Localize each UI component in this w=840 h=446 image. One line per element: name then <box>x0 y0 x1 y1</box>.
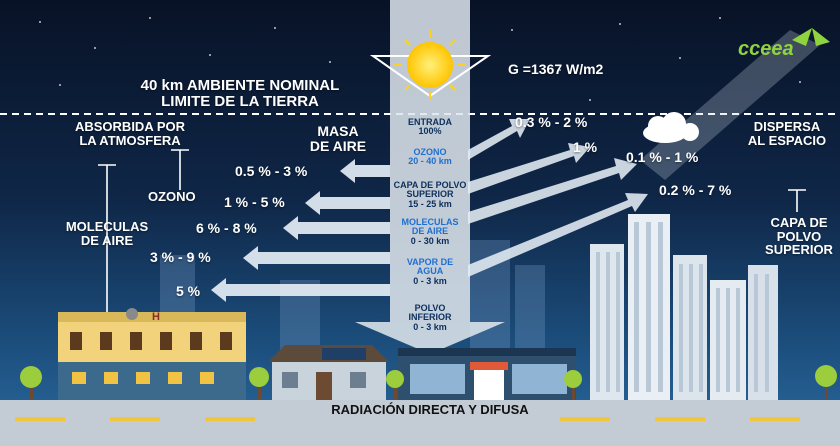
lower-dust-range: 0 - 3 km <box>413 321 447 332</box>
stars <box>39 17 801 101</box>
upper-dust-line-2: SUPERIOR <box>406 189 454 200</box>
upper-dust-range: 15 - 25 km <box>408 198 452 209</box>
logo-text: cceea <box>738 38 794 60</box>
scattered-arrows <box>468 119 648 277</box>
entrada-line-2: 100% <box>418 126 442 137</box>
air-molecules-line-1: MOLECULAS <box>401 217 459 227</box>
absorbed-value-2: 1 % - 5 % <box>224 194 285 210</box>
shop <box>398 348 576 402</box>
air-molecules-layer-label: MOLECULAS DE AIRE 0 - 30 km <box>392 217 468 246</box>
lower-dust-line-1: POLVO <box>414 303 446 313</box>
solar-constant: G =1367 W/m2 <box>508 61 604 77</box>
road-lines <box>15 417 800 421</box>
upper-dust-side-line-2: POLVO <box>776 228 822 244</box>
entrada-label: ENTRADA 100% <box>392 117 468 137</box>
lower-dust-label: POLVO INFERIOR 0 - 3 km <box>392 303 468 332</box>
air-molecules-line-2: DE AIRE <box>411 226 449 237</box>
air-mass-line-2: DE AIRE <box>309 137 367 154</box>
entrada-line-1: ENTRADA <box>408 117 452 127</box>
upper-dust-side-line-1: CAPA DE <box>770 215 828 230</box>
scattered-line-1: DISPERSA <box>753 119 821 134</box>
scattered-arrow-3 <box>468 158 637 224</box>
absorbed-arrow-1 <box>340 159 390 183</box>
molecules-line-2: DE AIRE <box>80 232 134 248</box>
house <box>268 345 389 402</box>
hotel-building: H <box>58 308 246 402</box>
sun-icon <box>369 30 492 100</box>
scattered-value-2: 1 % <box>573 139 598 155</box>
upper-dust-line-1: CAPA DE POLVO <box>393 180 467 190</box>
incoming-beam <box>355 0 505 354</box>
lower-dust-line-2: INFERIOR <box>408 312 452 323</box>
absorbed-value-1: 0.5 % - 3 % <box>235 163 308 179</box>
ozono-range: 20 - 40 km <box>408 156 452 167</box>
absorbed-label: ABSORBIDA POR LA ATMOSFERA <box>55 120 205 147</box>
boundary-label: 40 km AMBIENTE NOMINAL LIMITE DE LA TIER… <box>90 78 390 110</box>
scattered-arrow-1 <box>468 119 530 160</box>
logo-beam <box>640 30 820 180</box>
leader-lines <box>98 149 806 318</box>
footer-caption: RADIACIÓN DIRECTA Y DIFUSA <box>331 402 529 417</box>
upper-dust-side-label: CAPA DE POLVO SUPERIOR <box>760 216 838 257</box>
svg-text:H: H <box>152 311 160 323</box>
water-vapor-label: VAPOR DE AGUA 0 - 3 km <box>392 257 468 286</box>
molecules-line-1: MOLECULAS <box>65 219 149 234</box>
water-vapor-line-2: AGUA <box>416 266 444 277</box>
absorbed-value-5: 5 % <box>176 283 201 299</box>
logo-icon <box>792 28 830 46</box>
boundary-line-1: 40 km AMBIENTE NOMINAL <box>140 77 340 94</box>
scattered-label: DISPERSA AL ESPACIO <box>737 120 837 147</box>
trees <box>20 365 837 400</box>
absorbed-arrow-5 <box>211 278 390 302</box>
absorbed-arrows <box>211 159 390 302</box>
absorbed-value-3: 6 % - 8 % <box>196 220 257 236</box>
air-mass-label: MASA DE AIRE <box>298 124 378 153</box>
scattered-arrow-4 <box>468 193 648 277</box>
road <box>0 400 840 446</box>
ozone-label: OZONO <box>148 189 196 204</box>
absorbed-arrow-4 <box>243 246 390 270</box>
upper-dust-label: CAPA DE POLVO SUPERIOR 15 - 25 km <box>382 180 478 209</box>
absorbed-arrow-3 <box>283 216 390 240</box>
air-mass-line-1: MASA <box>317 123 359 139</box>
scattered-value-4: 0.2 % - 7 % <box>659 182 732 198</box>
scattered-arrow-2 <box>468 143 590 194</box>
scattered-value-3: 0.1 % - 1 % <box>626 149 699 165</box>
ozono-title: OZONO <box>413 147 447 157</box>
absorbed-line-2: LA ATMOSFERA <box>79 132 181 148</box>
boundary-line-2: LIMITE DE LA TIERRA <box>161 92 319 110</box>
molecules-label: MOLECULAS DE AIRE <box>52 220 162 247</box>
absorbed-line-1: ABSORBIDA POR <box>74 119 186 134</box>
skyscrapers <box>590 214 778 400</box>
scattered-value-1: 0.3 % - 2 % <box>515 114 588 130</box>
upper-dust-side-line-3: SUPERIOR <box>765 242 833 258</box>
cloud-icon <box>643 112 699 143</box>
water-vapor-line-1: VAPOR DE <box>406 257 454 267</box>
absorbed-arrow-2 <box>305 191 390 215</box>
absorbed-value-4: 3 % - 9 % <box>150 249 211 265</box>
scattered-line-2: AL ESPACIO <box>747 132 827 148</box>
ozono-layer-label: OZONO 20 - 40 km <box>392 147 468 167</box>
air-molecules-range: 0 - 30 km <box>410 235 450 246</box>
water-vapor-range: 0 - 3 km <box>413 275 447 286</box>
